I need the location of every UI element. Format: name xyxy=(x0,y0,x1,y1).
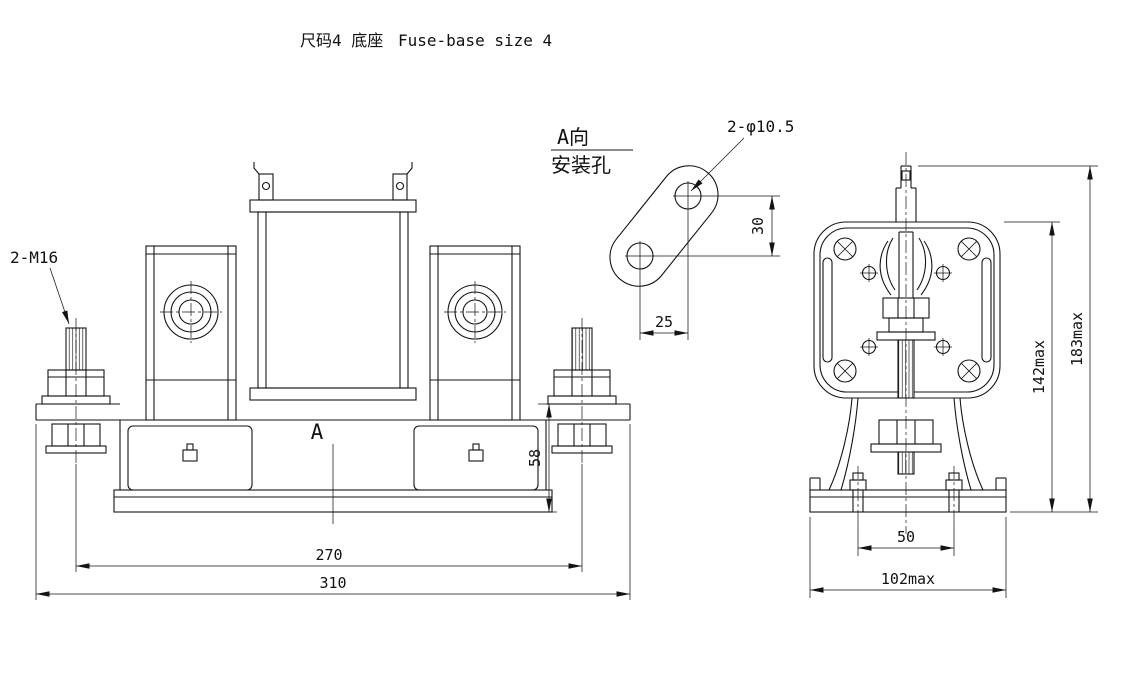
view-a-label: A向 xyxy=(557,125,589,149)
dim-183max-label: 183max xyxy=(1068,312,1086,366)
title-block: 尺码4 底座 Fuse-base size 4 xyxy=(300,31,552,50)
mounting-hole-label: 安装孔 xyxy=(551,153,611,177)
front-view-centerlines xyxy=(75,281,583,464)
corner-screws xyxy=(833,237,981,383)
side-base-plate xyxy=(809,472,1007,513)
dim-102max-label: 102max xyxy=(881,570,935,588)
side-view xyxy=(809,165,1007,513)
hole-diameter-callout: 2-φ10.5 xyxy=(727,117,794,136)
side-view-centerlines xyxy=(857,152,955,534)
side-slot-left xyxy=(822,257,833,363)
hole-callout-leader xyxy=(690,137,745,192)
dim-142max-label: 142max xyxy=(1030,340,1048,394)
detail-view-dimensions xyxy=(625,137,780,340)
dim-270-label: 270 xyxy=(315,546,342,564)
bolt-size-callout: 2-M16 xyxy=(10,248,58,267)
side-slot-right xyxy=(981,257,992,363)
title-en: Fuse-base size 4 xyxy=(398,31,552,50)
side-view-dimensions xyxy=(809,165,1098,598)
dim-58-label: 58 xyxy=(526,449,544,467)
dim-30-label: 30 xyxy=(749,217,767,235)
front-view-labels: 2-M16 A 58 270 310 xyxy=(10,248,544,592)
inner-screws xyxy=(860,264,952,356)
front-view-dimensions xyxy=(35,267,631,600)
mounting-slot-outline xyxy=(609,165,719,287)
side-view-labels: 142max 183max 50 102max xyxy=(881,312,1086,588)
bolt-callout-leader xyxy=(49,267,70,325)
dim-50-label: 50 xyxy=(897,528,915,546)
detail-view-labels: A向 安装孔 2-φ10.5 30 25 xyxy=(551,117,794,331)
side-terminal-tab xyxy=(895,165,917,222)
section-a-label: A xyxy=(311,420,324,444)
dim-310-label: 310 xyxy=(319,574,346,592)
title-cn: 尺码4 底座 xyxy=(300,31,383,50)
dim-25-label: 25 xyxy=(655,313,673,331)
page-title: 尺码4 底座 Fuse-base size 4 xyxy=(300,31,552,50)
fuse-body xyxy=(249,162,417,401)
